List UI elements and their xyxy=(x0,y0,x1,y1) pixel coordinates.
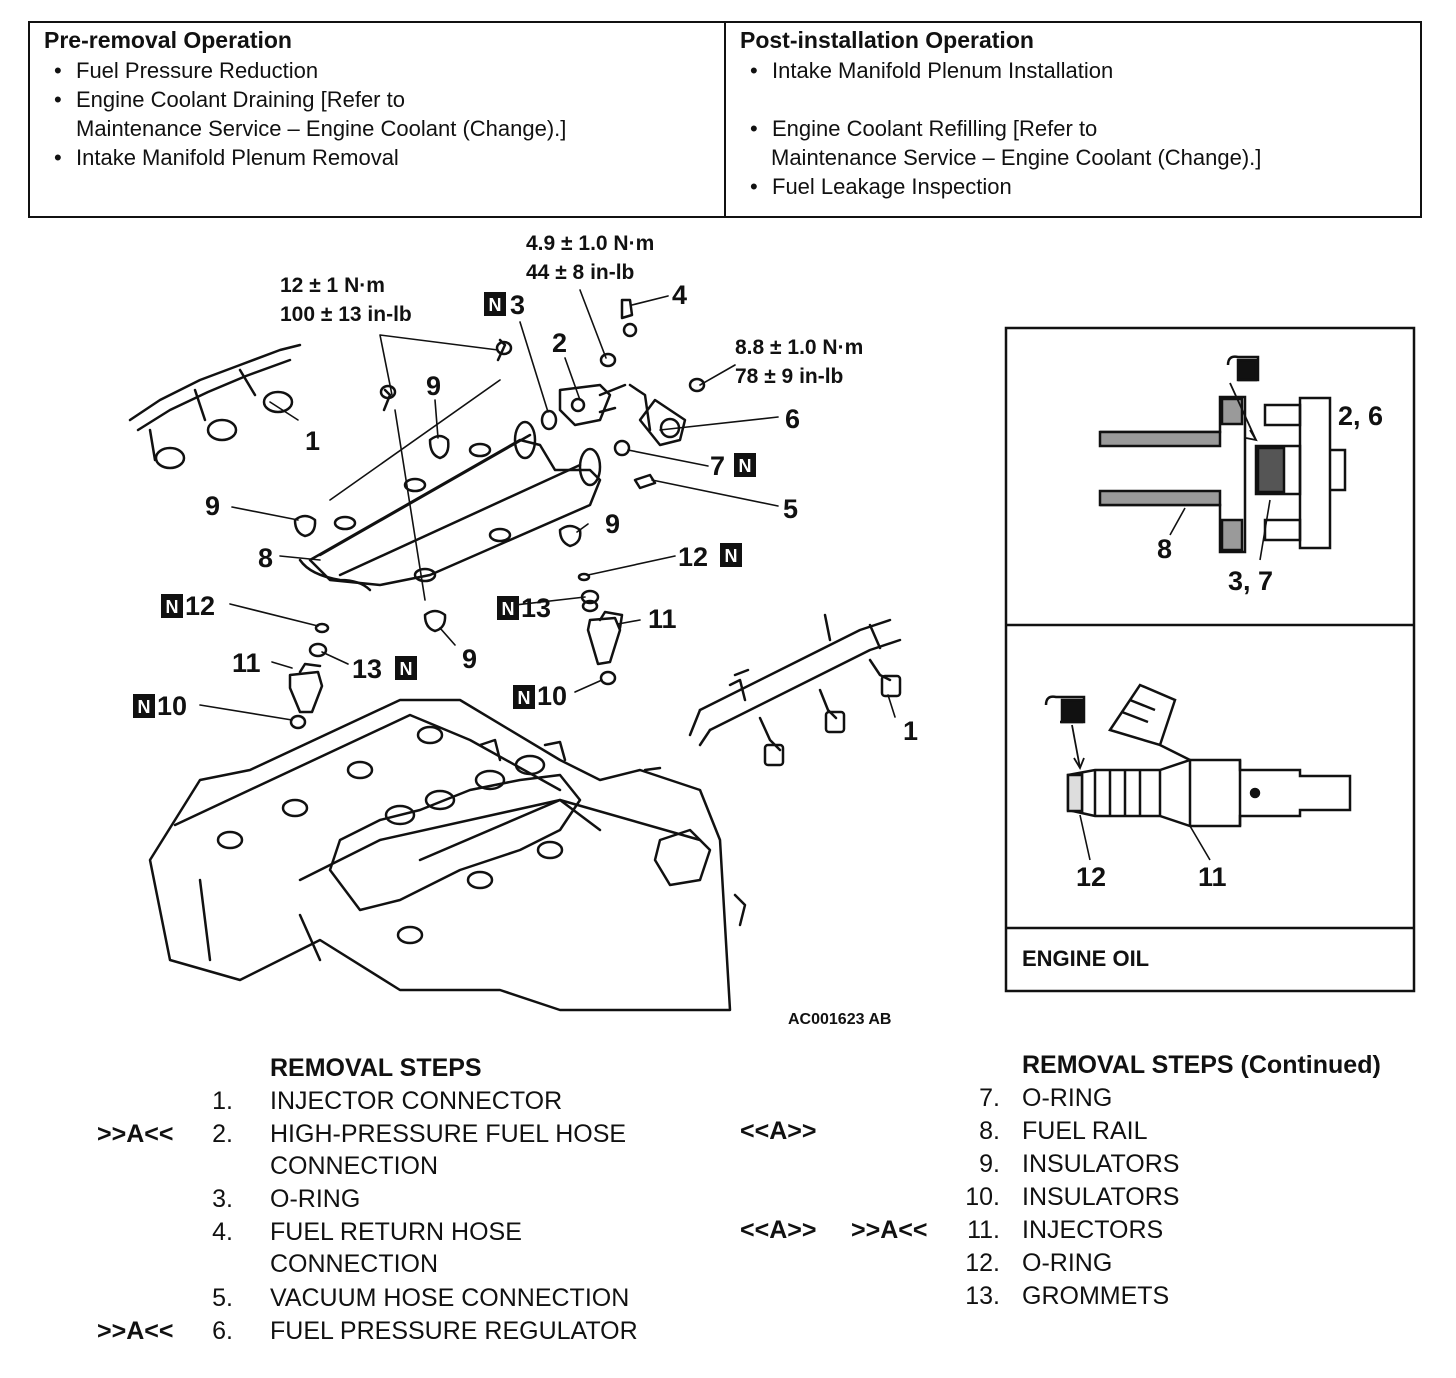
callout-13: 13 xyxy=(521,593,551,623)
svg-text:N: N xyxy=(502,599,515,619)
torque-spec-3-inlb: 78 ± 9 in-lb xyxy=(735,365,843,388)
injector-drawings xyxy=(288,610,624,714)
svg-text:N: N xyxy=(138,697,151,717)
callout-8: 8 xyxy=(258,543,273,573)
callout-11: 11 xyxy=(648,604,677,634)
callout-9: 9 xyxy=(426,371,441,401)
post-installation-column: Post-installation Operation Intake Manif… xyxy=(724,23,1420,216)
new-part-badges: N N N N N N N N xyxy=(133,292,756,718)
callout-1: 1 xyxy=(903,716,918,746)
pre-removal-item: Engine Coolant Draining [Refer toMainten… xyxy=(44,85,710,143)
callout-11: 11 xyxy=(232,648,261,678)
small-parts-drawing xyxy=(289,298,706,730)
callout-4: 4 xyxy=(672,280,687,310)
post-installation-item: Intake Manifold Plenum Installation xyxy=(740,56,1406,85)
callout-7: 7 xyxy=(710,451,725,481)
engine-block-drawing xyxy=(148,698,747,1012)
pre-removal-column: Pre-removal Operation Fuel Pressure Redu… xyxy=(30,23,724,216)
post-installation-item: Fuel Leakage Inspection xyxy=(740,172,1406,201)
torque-spec-1-inlb: 100 ± 13 in-lb xyxy=(280,303,412,326)
callout-9: 9 xyxy=(205,491,220,521)
operations-table: Pre-removal Operation Fuel Pressure Redu… xyxy=(28,21,1422,218)
svg-text:N: N xyxy=(725,546,738,566)
callout-12: 12 xyxy=(185,591,215,621)
post-installation-title: Post-installation Operation xyxy=(740,27,1034,53)
torque-spec-1-nm: 12 ± 1 N·m xyxy=(280,274,385,297)
callout-5: 5 xyxy=(783,494,798,524)
callout-12: 12 xyxy=(678,542,708,572)
torque-spec-3-nm: 8.8 ± 1.0 N·m xyxy=(735,336,863,359)
svg-text:N: N xyxy=(489,295,502,315)
detail-label-2-6: 2, 6 xyxy=(1338,401,1383,431)
fuel-pressure-regulator-drawing xyxy=(558,383,687,447)
svg-text:N: N xyxy=(518,688,531,708)
callout-3: 3 xyxy=(510,290,525,320)
regulator-section-drawing xyxy=(1098,355,1347,561)
callout-13: 13 xyxy=(352,654,382,684)
svg-text:N: N xyxy=(739,456,752,476)
callout-10: 10 xyxy=(537,681,567,711)
svg-text:N: N xyxy=(400,659,413,679)
pre-removal-title: Pre-removal Operation xyxy=(44,27,292,53)
torque-spec-2-nm: 4.9 ± 1.0 N·m xyxy=(526,232,654,255)
injector-harness-left xyxy=(128,343,302,470)
callout-6: 6 xyxy=(785,404,800,434)
injector-detail-drawing xyxy=(1044,683,1352,861)
callout-10: 10 xyxy=(157,691,187,721)
removal-steps-right: REMOVAL STEPS (Continued) 7. O-RING <<A>… xyxy=(740,1051,1381,1310)
callout-leader-lines xyxy=(199,289,896,721)
callout-9: 9 xyxy=(605,509,620,539)
detail-label-11: 11 xyxy=(1198,862,1227,892)
torque-spec-2-inlb: 44 ± 8 in-lb xyxy=(526,261,634,284)
post-installation-item: Engine Coolant Refilling [Refer toMainte… xyxy=(740,114,1406,172)
injector-harness-right xyxy=(688,613,902,767)
callout-2: 2 xyxy=(552,328,567,358)
engine-oil-label: ENGINE OIL xyxy=(1022,946,1149,971)
callout-1: 1 xyxy=(305,426,320,456)
removal-steps-left: REMOVAL STEPS 1. INJECTOR CONNECTOR >>A<… xyxy=(97,1054,638,1345)
removal-steps-title: REMOVAL STEPS xyxy=(270,1054,482,1082)
detail-label-8: 8 xyxy=(1157,534,1172,564)
callout-9: 9 xyxy=(462,644,477,674)
figure-code: AC001623 AB xyxy=(788,1011,891,1028)
removal-steps-continued-title: REMOVAL STEPS (Continued) xyxy=(1022,1051,1381,1079)
pre-removal-item: Intake Manifold Plenum Removal xyxy=(44,143,710,172)
fuel-rail-drawing xyxy=(298,420,602,592)
exploded-view-diagram: 12 ± 1 N·m 100 ± 13 in-lb 4.9 ± 1.0 N·m … xyxy=(128,232,1416,1028)
pre-removal-item: Fuel Pressure Reduction xyxy=(44,56,710,85)
detail-label-12: 12 xyxy=(1076,862,1106,892)
detail-label-3-7: 3, 7 xyxy=(1228,566,1273,596)
detail-panel: 2, 6 8 3, 7 12 11 ENGINE OIL xyxy=(1004,326,1416,993)
svg-text:N: N xyxy=(166,597,179,617)
